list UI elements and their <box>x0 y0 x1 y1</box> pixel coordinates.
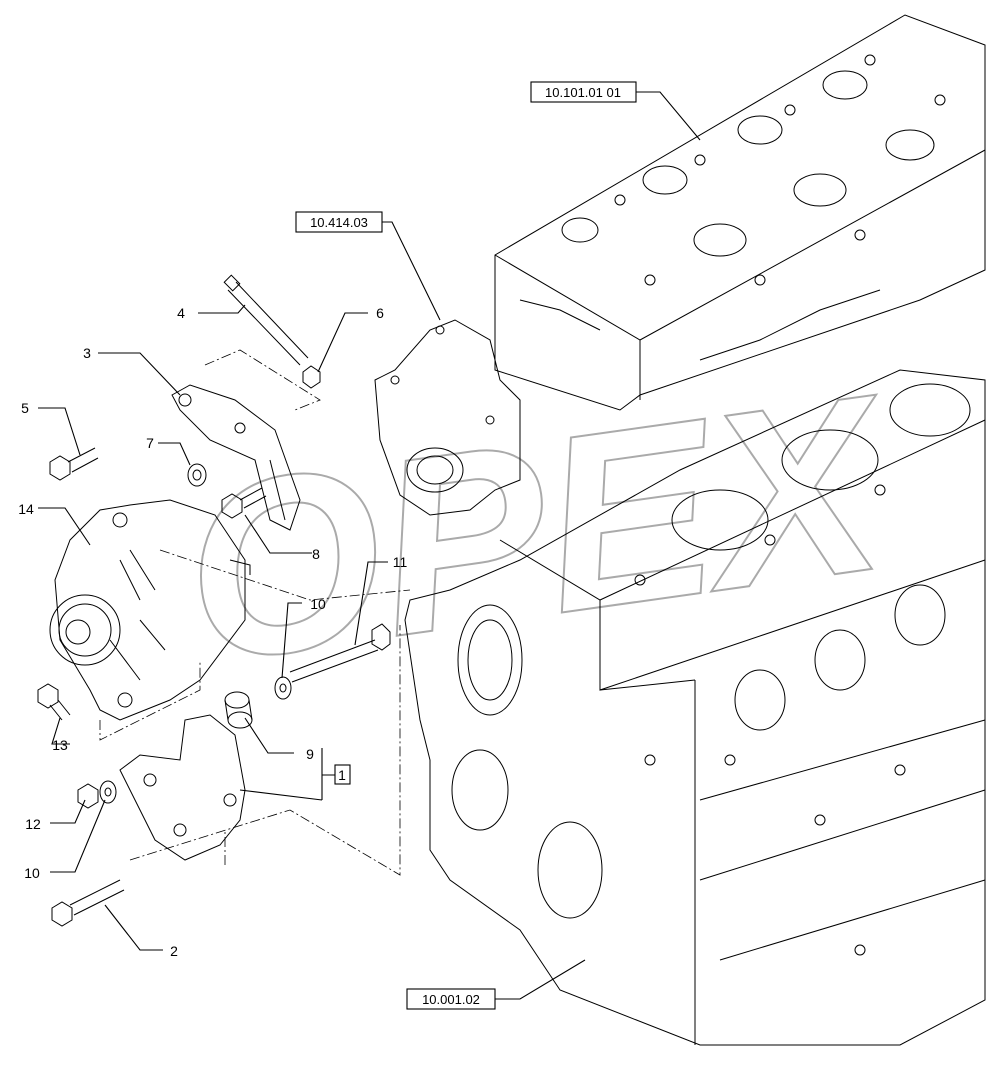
spacer-9-drawing <box>224 691 253 729</box>
reference-water-pump[interactable]: 10.414.03 <box>295 211 383 233</box>
watermark-logo: OPEX <box>168 341 908 716</box>
callout-6[interactable]: 6 <box>376 305 384 321</box>
bolt-2-drawing <box>51 879 125 927</box>
upper-bracket-drawing <box>171 384 301 531</box>
callout-12[interactable]: 12 <box>25 816 41 832</box>
callout-7[interactable]: 7 <box>146 435 154 451</box>
washer-10-lower-drawing <box>99 780 117 804</box>
alternator-drawing <box>49 499 251 721</box>
bolt-5-drawing <box>49 447 99 481</box>
washer-10-upper-drawing <box>274 676 292 700</box>
cylinder-head-drawing <box>494 14 986 411</box>
callout-5[interactable]: 5 <box>21 400 29 416</box>
bolt-8-drawing <box>221 487 267 519</box>
nut-12-drawing <box>77 783 99 809</box>
nut-6-drawing <box>302 365 321 389</box>
reference-water-pump-label: 10.414.03 <box>310 215 368 230</box>
washer-7-drawing <box>187 463 207 487</box>
callout-8[interactable]: 8 <box>312 546 320 562</box>
water-pump-drawing <box>374 319 521 516</box>
callout-10-upper[interactable]: 10 <box>310 596 326 612</box>
callout-1-label: 1 <box>338 767 346 783</box>
callout-13[interactable]: 13 <box>52 737 68 753</box>
leader-lines <box>38 91 701 1000</box>
bolt-4-drawing <box>223 274 309 366</box>
bolt-11-drawing <box>289 623 391 683</box>
reference-crankcase-label: 10.001.02 <box>422 992 480 1007</box>
callout-1[interactable]: 1 <box>334 764 351 785</box>
callout-11[interactable]: 11 <box>393 554 408 570</box>
bolt-13-drawing <box>37 683 71 721</box>
callout-9[interactable]: 9 <box>306 746 314 762</box>
lower-bracket-drawing <box>119 714 246 861</box>
crankcase-drawing <box>404 369 986 1046</box>
callout-2[interactable]: 2 <box>170 943 178 959</box>
callout-14[interactable]: 14 <box>18 501 34 517</box>
callout-4[interactable]: 4 <box>177 305 185 321</box>
callout-10-lower[interactable]: 10 <box>24 865 40 881</box>
callout-3[interactable]: 3 <box>83 345 91 361</box>
reference-cylinder-head[interactable]: 10.101.01 01 <box>530 81 637 103</box>
reference-cylinder-head-label: 10.101.01 01 <box>545 85 621 100</box>
assembly-axis-lines <box>99 349 411 876</box>
reference-crankcase[interactable]: 10.001.02 <box>406 988 496 1010</box>
